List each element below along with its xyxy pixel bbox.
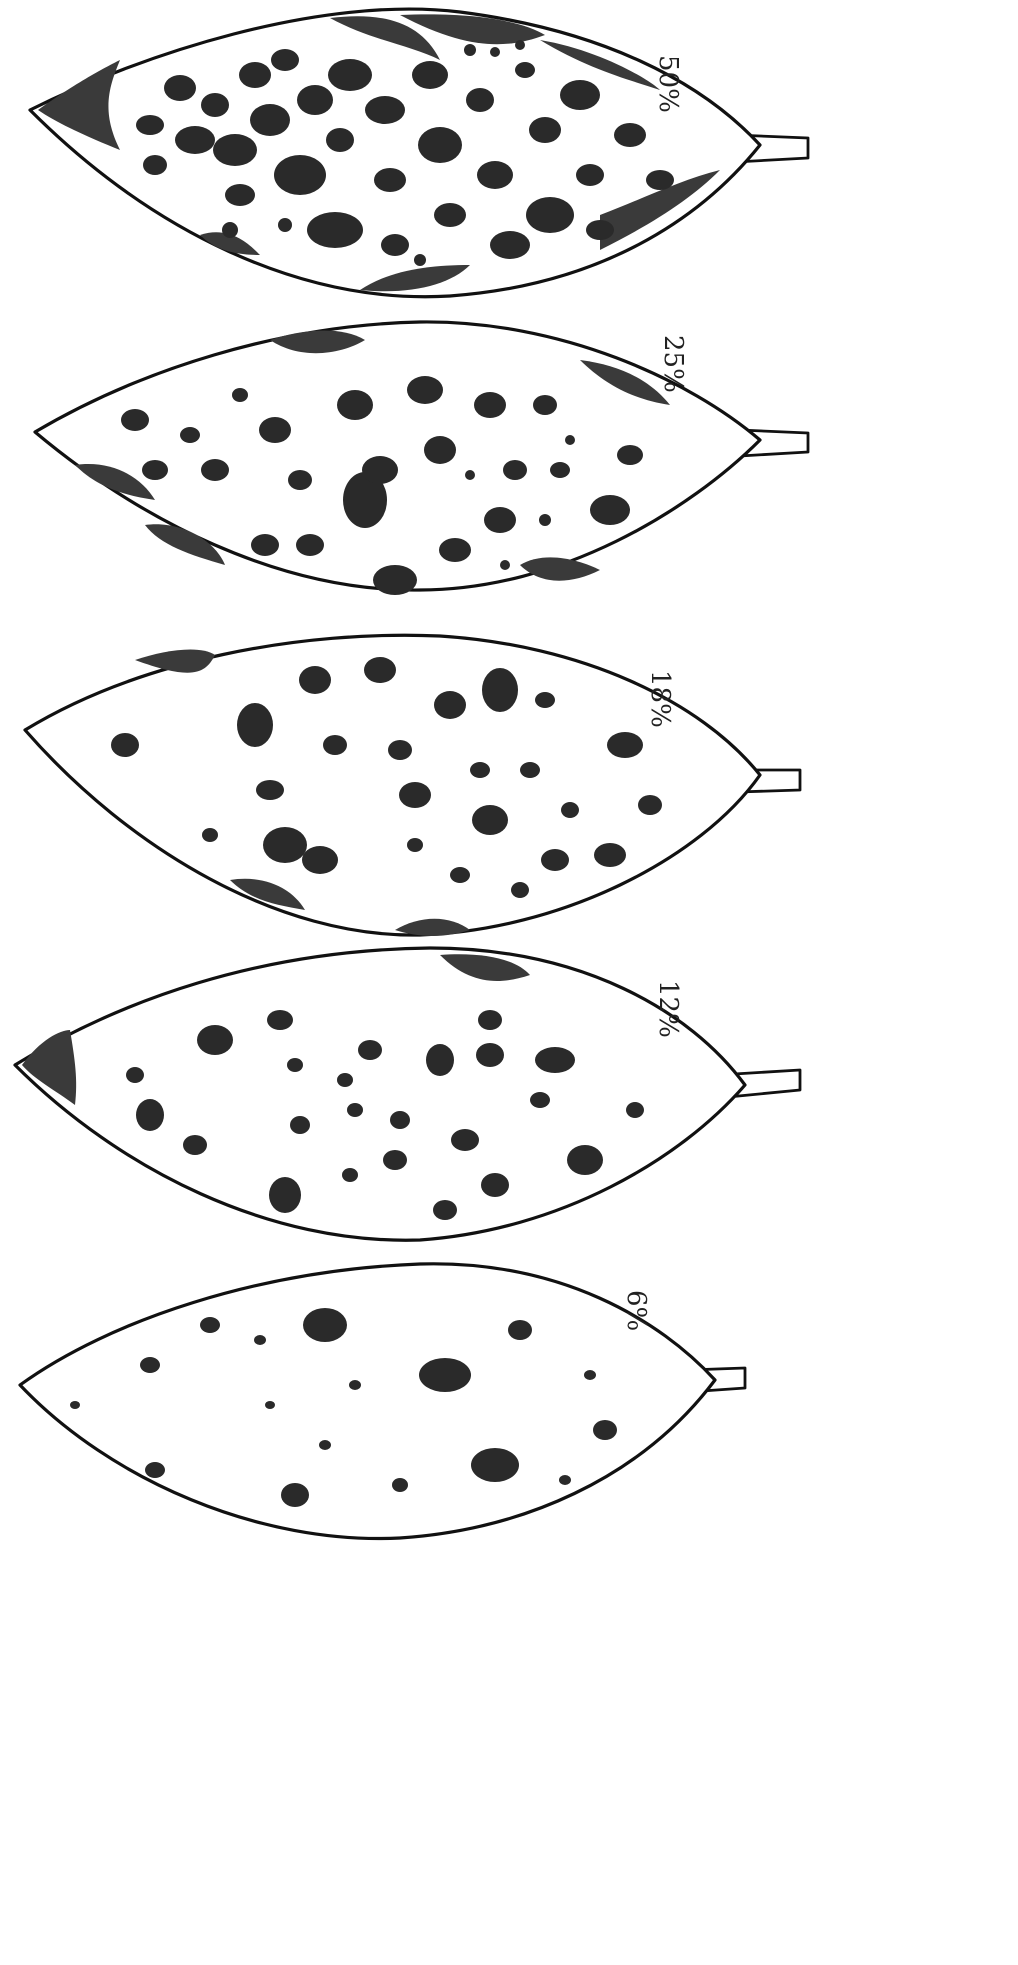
leaf-18-severity-label: 18% <box>645 670 675 728</box>
leaf-12-outline <box>15 948 745 1240</box>
leaf-50: 50% <box>30 9 808 297</box>
leaf-25: 25% <box>35 322 808 595</box>
leaf-50-severity-label: 50% <box>653 55 683 113</box>
leaf-18: 18% <box>25 635 800 936</box>
leaf-12: 12% <box>15 948 800 1240</box>
leaf-25-severity-label: 25% <box>658 335 688 393</box>
leaf-6-severity-label: 6% <box>621 1290 651 1331</box>
leaf-25-outline <box>35 322 760 590</box>
leaf-6: 6% <box>20 1264 745 1539</box>
leaf-6-outline <box>20 1264 715 1539</box>
leaf-12-severity-label: 12% <box>653 980 683 1038</box>
